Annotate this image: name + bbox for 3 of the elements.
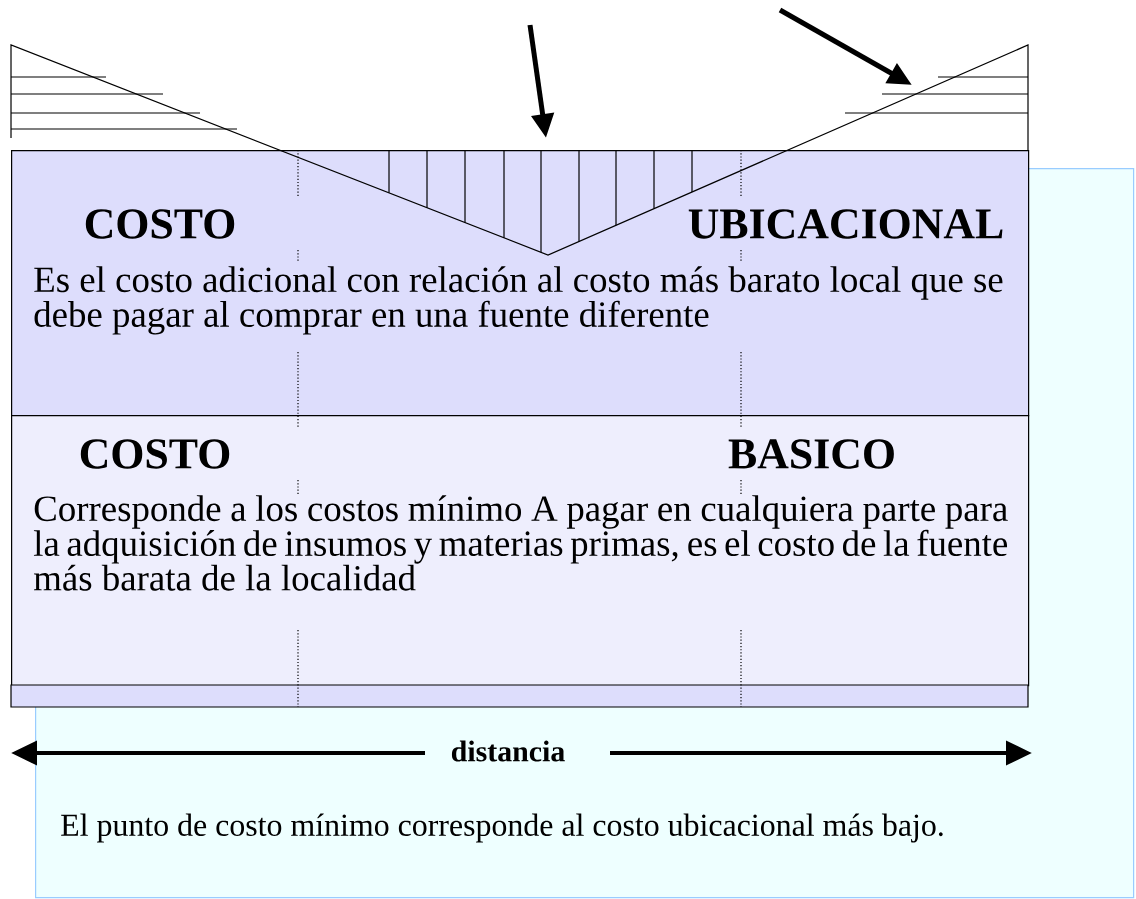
cost-box: COSTO UBICACIONAL Es el costo adicional con relación al costo más barato local que se debe pagar al comprar en una fuente diferente	[11, 150, 1030, 417]
dimension-label: distancia	[451, 740, 565, 762]
note-text: El punto de costo mínimo corresponde al costo ubicacional más bajo.	[61, 813, 943, 843]
